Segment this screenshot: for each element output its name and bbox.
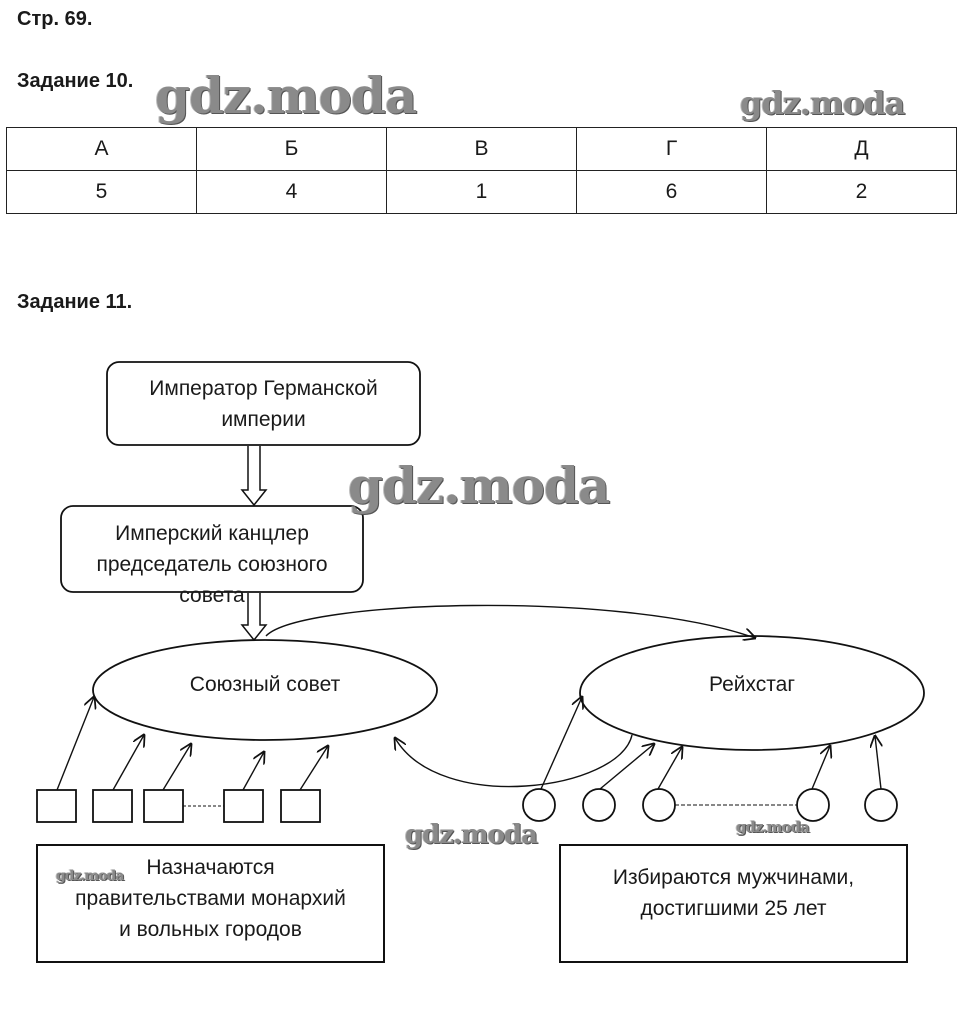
- federal-council-ellipse: [92, 639, 438, 741]
- task10-title: Задание 10.: [17, 70, 134, 92]
- watermark: gdz.moda: [348, 456, 610, 515]
- arrow-to-federal-council: [395, 734, 633, 788]
- arrow: [242, 752, 264, 791]
- emperor-label: Император Германской империи: [107, 373, 420, 435]
- state-square: [36, 789, 77, 823]
- text-line: Назначаются: [146, 856, 275, 879]
- arrow: [599, 744, 654, 790]
- appointed-label: Назначаются правительствами монархий и в…: [37, 852, 384, 945]
- chancellor-box: [60, 505, 364, 593]
- table-header-row: А Б В Г Д: [6, 127, 957, 171]
- elected-box: [559, 844, 908, 963]
- answer-table: А Б В Г Д 5 4 1 6 2: [6, 127, 957, 214]
- watermark: gdz.moda: [155, 66, 417, 125]
- arrow: [299, 746, 328, 791]
- table-cell: 6: [576, 170, 767, 214]
- table-cell: 1: [386, 170, 577, 214]
- table-cell: Г: [576, 127, 767, 171]
- watermark: gdz.moda: [405, 820, 538, 850]
- federal-council-label: Союзный совет: [189, 673, 341, 696]
- voter-circle: [642, 788, 676, 822]
- elected-label: Избираются мужчинами, достигшими 25 лет: [560, 862, 907, 924]
- arrow: [811, 746, 830, 790]
- arrow: [112, 735, 144, 791]
- arrow: [875, 736, 881, 790]
- text-line: Имперский канцлер: [115, 522, 309, 545]
- voter-circle: [864, 788, 898, 822]
- arrow: [56, 697, 94, 791]
- table-cell: В: [386, 127, 577, 171]
- text-line: империи: [221, 408, 306, 431]
- arrow: [657, 747, 682, 790]
- state-square: [143, 789, 184, 823]
- voter-circle: [522, 788, 556, 822]
- emperor-box: [106, 361, 421, 446]
- text-line: председатель союзного совета: [96, 553, 328, 607]
- watermark: gdz.moda: [56, 868, 124, 884]
- state-square: [92, 789, 133, 823]
- text-line: правительствами монархий: [75, 887, 346, 910]
- arrow: [540, 697, 582, 790]
- state-square: [280, 789, 321, 823]
- text-line: Император Германской: [149, 377, 378, 400]
- table-cell: 2: [766, 170, 957, 214]
- chancellor-label: Имперский канцлер председатель союзного …: [61, 518, 363, 611]
- table-cell: 5: [6, 170, 197, 214]
- voter-circle: [582, 788, 616, 822]
- page-label: Стр. 69.: [17, 8, 93, 30]
- task11-title: Задание 11.: [17, 291, 133, 313]
- arrow: [162, 744, 191, 791]
- table-row: 5 4 1 6 2: [6, 170, 957, 214]
- table-cell: 4: [196, 170, 387, 214]
- reichstag-label: Рейхстаг: [709, 673, 795, 696]
- arrow-to-reichstag: [265, 604, 755, 638]
- watermark: gdz.moda: [740, 84, 905, 122]
- text-line: и вольных городов: [119, 918, 302, 941]
- text-line: достигшими 25 лет: [640, 897, 827, 920]
- table-cell: Д: [766, 127, 957, 171]
- double-arrow-icon: [240, 446, 268, 507]
- state-square: [223, 789, 264, 823]
- voter-circle: [796, 788, 830, 822]
- appointed-box: [36, 844, 385, 963]
- watermark: gdz.moda: [736, 818, 810, 836]
- text-line: Избираются мужчинами,: [612, 866, 855, 889]
